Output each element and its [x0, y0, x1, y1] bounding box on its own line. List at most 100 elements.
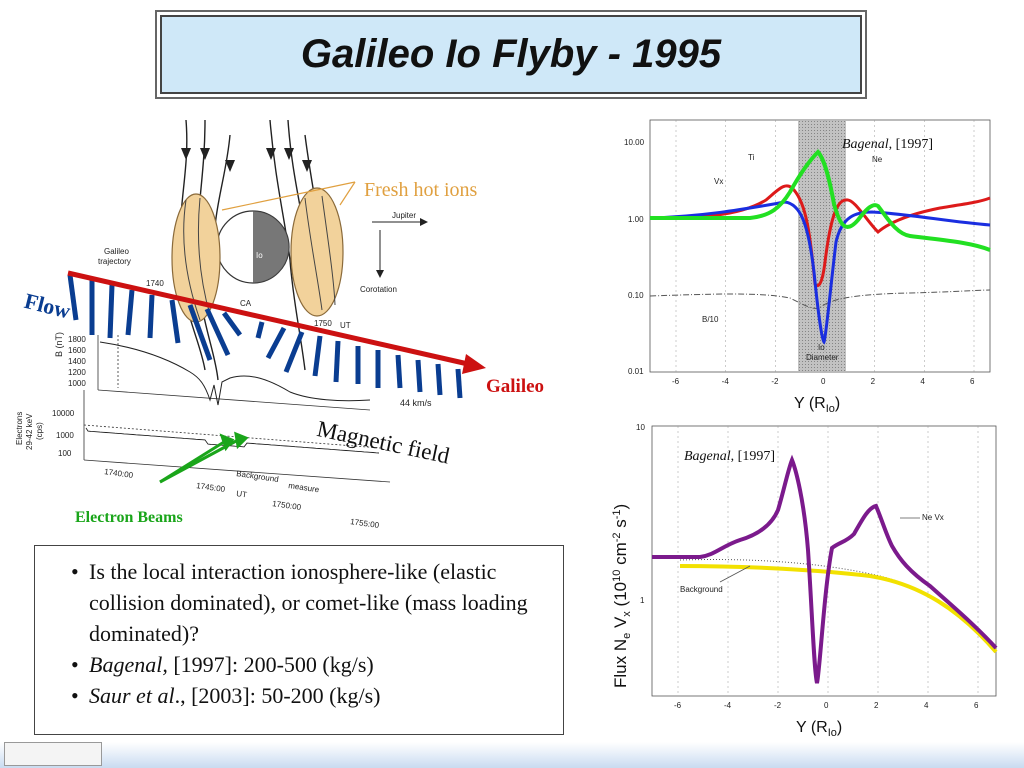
- ne-vx-line: [652, 454, 998, 684]
- field-arrows: [181, 148, 312, 172]
- electrons-axis-label: Electrons 29-42 keV (cps): [15, 412, 44, 450]
- trajectory-label: Galileo: [104, 247, 129, 256]
- corotation-label: Corotation: [360, 285, 397, 294]
- time-ticks: 1740:00 1745:00 1750:00 1755:00 UT Backg…: [104, 467, 380, 530]
- b-axis-label: B (nT): [54, 332, 64, 357]
- ut-label: UT: [340, 321, 351, 330]
- jupiter-label: Jupiter: [392, 211, 416, 220]
- galileo-trajectory: [67, 270, 469, 367]
- x-tick: -2: [774, 701, 782, 710]
- y-tick: 1: [640, 596, 645, 605]
- svg-text:1750:00: 1750:00: [272, 499, 302, 512]
- page-title: Galileo Io Flyby - 1995: [300, 32, 722, 76]
- svg-text:10000: 10000: [52, 409, 75, 418]
- svg-text:Electrons: Electrons: [15, 412, 24, 445]
- svg-text:1745:00: 1745:00: [196, 481, 226, 494]
- slide-thumbnail: [4, 742, 102, 766]
- x-tick: -6: [674, 701, 682, 710]
- trajectory-label: trajectory: [98, 257, 131, 266]
- svg-text:1000: 1000: [68, 379, 86, 388]
- b-plot-frame: [83, 335, 391, 483]
- chart-bottom-y-ticks: 10 1: [636, 423, 645, 605]
- x-tick: 2: [874, 701, 879, 710]
- chart-top-xlabel: Y (RIo): [794, 395, 840, 412]
- io-label: Io: [256, 251, 263, 260]
- electron-beam-arrows: [159, 431, 249, 484]
- x-tick: 0: [821, 377, 826, 386]
- y-tick: 10: [636, 423, 645, 432]
- ion-cloud-right: [290, 187, 344, 317]
- io-shadow: [253, 211, 289, 283]
- svg-text:1740:00: 1740:00: [104, 467, 134, 480]
- ne-line: [650, 149, 991, 252]
- svg-text:(cps): (cps): [35, 422, 44, 440]
- question-bullets: Is the local interaction ionosphere-like…: [34, 545, 564, 735]
- b-field-trace: [99, 341, 371, 406]
- vx-line: [649, 200, 991, 345]
- leader-line: [339, 181, 356, 206]
- x-tick: 6: [974, 701, 979, 710]
- footer-band: [0, 742, 1024, 768]
- bullet-interaction-question: Is the local interaction ionosphere-like…: [71, 556, 549, 649]
- leader-line: [221, 181, 356, 211]
- svg-text:1000: 1000: [56, 431, 74, 440]
- chart-bottom-xlabel: Y (RIo): [796, 719, 842, 739]
- x-tick: -2: [771, 377, 779, 386]
- x-tick: -6: [672, 377, 680, 386]
- x-tick: 6: [970, 377, 975, 386]
- svg-text:1755:00: 1755:00: [350, 517, 380, 530]
- bullet-bagenal: Bagenal, [1997]: 200-500 (kg/s): [71, 649, 549, 680]
- svg-text:1400: 1400: [68, 357, 86, 366]
- svg-text:Io: Io: [818, 343, 825, 352]
- fresh-hot-ions-label: Fresh hot ions: [364, 179, 478, 201]
- svg-text:measure: measure: [288, 481, 321, 494]
- chart-top-series-labels: Ti Ne Vx B/10 Io Diameter: [702, 153, 883, 362]
- speed-label: 44 km/s: [400, 398, 432, 408]
- time-1750-label: 1750: [314, 319, 332, 328]
- chart-top-citation: Bagenal, [1997]: [842, 137, 933, 152]
- y-tick: 0.10: [628, 291, 644, 300]
- svg-text:Ti: Ti: [748, 153, 755, 162]
- ne-vx-label: Ne Vx: [922, 513, 944, 522]
- jupiter-arrowhead: [420, 218, 428, 226]
- electron-ticks: 10000 1000 100: [52, 409, 75, 458]
- title-banner: Galileo Io Flyby - 1995: [160, 15, 862, 94]
- svg-text:1800: 1800: [68, 335, 86, 344]
- flow-field-ticks: [67, 274, 463, 399]
- bullet-saur: Saur et al., [2003]: 50-200 (kg/s): [71, 680, 549, 711]
- electron-beams-label: Electron Beams: [75, 509, 183, 526]
- svg-text:1600: 1600: [68, 346, 86, 355]
- svg-text:29-42 keV: 29-42 keV: [25, 413, 34, 450]
- electron-trace: [85, 427, 380, 454]
- x-tick: 2: [871, 377, 876, 386]
- x-tick: 0: [824, 701, 829, 710]
- svg-text:UT: UT: [236, 489, 248, 499]
- galileo-arrowhead: [462, 354, 486, 374]
- svg-text:1200: 1200: [68, 368, 86, 377]
- y-tick: 10.00: [624, 138, 645, 147]
- b10-line: [649, 289, 991, 309]
- io-flyby-diagram: Io Fresh hot ions Jupiter Corotation Gal…: [15, 119, 486, 530]
- corotation-arrowhead: [376, 270, 384, 278]
- chart-top-x-ticks: -6 -4 -2 0 2 4 6: [672, 377, 975, 386]
- svg-text:Background: Background: [236, 469, 280, 484]
- svg-text:Ne: Ne: [872, 155, 883, 164]
- svg-text:Diameter: Diameter: [806, 353, 839, 362]
- x-tick: -4: [724, 701, 732, 710]
- y-tick: 0.01: [628, 367, 644, 376]
- svg-text:B/10: B/10: [702, 315, 719, 324]
- background-label: Background: [680, 585, 723, 594]
- b-ticks: 1800 1600 1400 1200 1000: [68, 335, 86, 388]
- galileo-label: Galileo: [486, 376, 545, 397]
- svg-text:Vx: Vx: [714, 177, 723, 186]
- x-tick: 4: [920, 377, 925, 386]
- ca-label: CA: [240, 299, 252, 308]
- svg-text:100: 100: [58, 449, 72, 458]
- y-tick: 1.00: [628, 215, 644, 224]
- background-leader: [719, 565, 751, 583]
- time-1740-label: 1740: [146, 279, 164, 288]
- x-tick: -4: [722, 377, 730, 386]
- chart-bottom-frame: [651, 425, 997, 697]
